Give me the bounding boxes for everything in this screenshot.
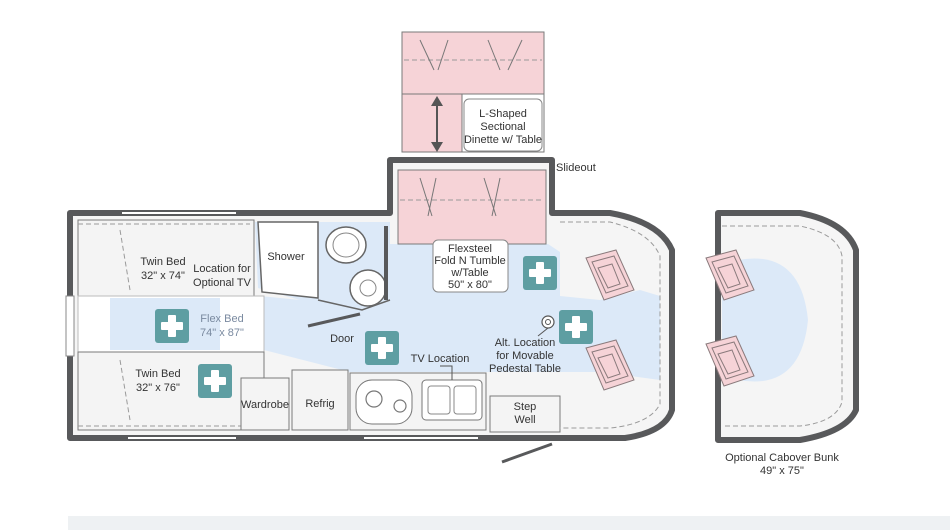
refrigerator: Refrig — [291, 369, 349, 431]
location-tv-label-1: Location for — [193, 263, 251, 275]
flexsteel-label-4: 50" x 80" — [448, 279, 492, 291]
pedestal-table-icon — [541, 315, 555, 329]
plus-marker-icon — [523, 256, 557, 290]
bath-door-icon — [307, 312, 361, 328]
galley-counter — [349, 372, 487, 431]
slideout-label: Slideout — [556, 162, 596, 174]
entry-door-icon — [501, 442, 553, 464]
bath-sink-icon — [349, 269, 387, 307]
flex-bed-label-1: Flex Bed — [200, 313, 243, 325]
plus-marker-icon — [559, 310, 593, 344]
flexsteel-label-3: w/Table — [450, 267, 488, 279]
flexsteel-label-2: Fold N Tumble — [434, 255, 506, 267]
step-well: Step Well — [489, 395, 561, 433]
tv-location-label: TV Location — [411, 353, 470, 365]
flexsteel-label-box: Flexsteel Fold N Tumble w/Table 50" x 80… — [432, 239, 509, 293]
twin-bed-top-label-1: Twin Bed — [140, 256, 185, 268]
cabover-label-1: Optional Cabover Bunk — [725, 452, 839, 464]
flexsteel-label-1: Flexsteel — [448, 243, 492, 255]
twin-bed-top-label-2: 32" x 74" — [141, 270, 185, 282]
twin-bed-bottom-label-2: 32" x 76" — [136, 382, 180, 394]
door-label: Door — [330, 333, 354, 345]
wardrobe: Wardrobe — [240, 377, 290, 431]
footer-bar — [68, 516, 950, 530]
l-shaped-label-1: L-Shaped — [479, 108, 527, 120]
plus-marker-icon — [198, 364, 232, 398]
alt-location-label-2: for Movable — [496, 350, 553, 362]
l-shaped-label-3: Dinette w/ Table — [464, 134, 542, 146]
twin-bed-bottom-label-1: Twin Bed — [135, 368, 180, 380]
refrig-label: Refrig — [305, 398, 334, 410]
alt-location-label-1: Alt. Location — [495, 337, 556, 349]
shower: Shower — [257, 221, 319, 299]
wardrobe-label: Wardrobe — [241, 399, 289, 411]
location-tv-label-2: Optional TV — [193, 277, 252, 289]
toilet-icon — [325, 226, 367, 264]
cabover-label-2: 49" x 75" — [760, 465, 804, 477]
step-well-label-2: Well — [514, 414, 535, 426]
coach-outer-wall — [67, 157, 675, 441]
optional-cabover-bunk — [705, 210, 859, 443]
plus-marker-icon — [365, 331, 399, 365]
plus-marker-icon — [155, 309, 189, 343]
shower-label: Shower — [267, 251, 305, 263]
step-well-label-1: Step — [514, 401, 537, 413]
alt-location-label-3: Pedestal Table — [489, 363, 561, 375]
flexsteel-sofa — [397, 169, 547, 245]
flex-bed-label-2: 74" x 87" — [200, 327, 244, 339]
l-shaped-dinette: L-Shaped Sectional Dinette w/ Table — [401, 31, 545, 153]
l-shaped-label-2: Sectional — [480, 121, 525, 133]
twin-bed-bottom: Twin Bed 32" x 76" — [77, 351, 265, 431]
